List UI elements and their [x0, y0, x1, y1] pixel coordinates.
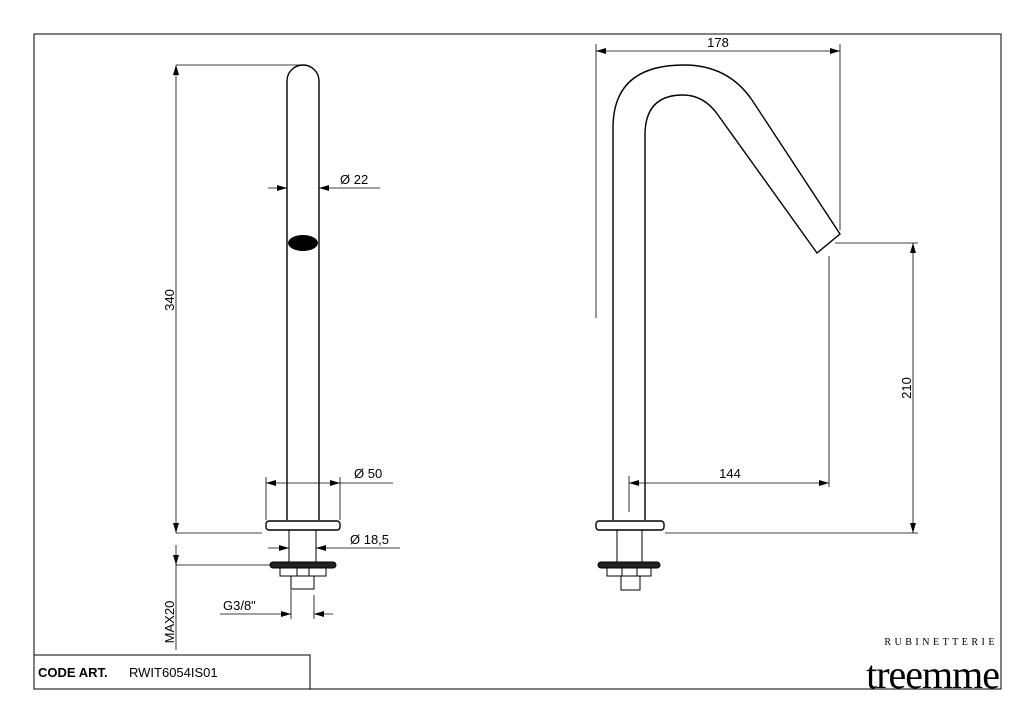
- svg-text:340: 340: [162, 289, 177, 311]
- brand-logo: RUBINETTERIE treemme: [866, 637, 1000, 697]
- drawing-frame: [33, 33, 1002, 690]
- dimension-max20: MAX20: [162, 545, 270, 650]
- dimension-144: 144: [628, 256, 830, 512]
- svg-text:Ø 22: Ø 22: [340, 172, 368, 187]
- side-view: [265, 64, 341, 590]
- svg-text:178: 178: [707, 35, 729, 50]
- dimension-210: 210: [665, 242, 918, 534]
- front-view: [595, 64, 841, 591]
- svg-text:144: 144: [719, 466, 741, 481]
- logo-brand: treemme: [866, 652, 999, 697]
- code-label: CODE ART.: [38, 665, 108, 680]
- base-flange: [265, 520, 341, 531]
- shank: [288, 529, 317, 563]
- svg-text:210: 210: [899, 377, 914, 399]
- nut-teeth-front: [606, 567, 652, 577]
- dimension-340: 340: [162, 64, 300, 534]
- shank-front: [616, 529, 643, 563]
- lock-nut-front: [597, 561, 661, 569]
- logo-subtitle: RUBINETTERIE: [884, 637, 998, 648]
- threaded-pipe-front: [620, 575, 641, 591]
- svg-text:Ø 50: Ø 50: [354, 466, 382, 481]
- nut-teeth: [279, 567, 327, 577]
- threaded-pipe: [290, 575, 315, 590]
- svg-text:Ø 18,5: Ø 18,5: [350, 532, 389, 547]
- code-value: RWIT6054IS01: [129, 665, 218, 680]
- sensor-window: [288, 235, 318, 251]
- dimension-178: 178: [595, 35, 841, 318]
- title-block: CODE ART. RWIT6054IS01: [34, 654, 311, 689]
- spout-outline: [612, 64, 841, 520]
- dimension-diameter-22: Ø 22: [268, 172, 380, 191]
- tube-outline: [286, 64, 320, 520]
- dimension-diameter-18-5: Ø 18,5: [268, 532, 400, 551]
- lock-nut: [269, 561, 337, 569]
- svg-text:MAX20: MAX20: [162, 601, 177, 644]
- dimension-diameter-50: Ø 50: [265, 466, 393, 520]
- base-flange-front: [595, 520, 665, 531]
- dimension-thread: G3/8": [220, 590, 333, 619]
- svg-text:G3/8": G3/8": [223, 598, 256, 613]
